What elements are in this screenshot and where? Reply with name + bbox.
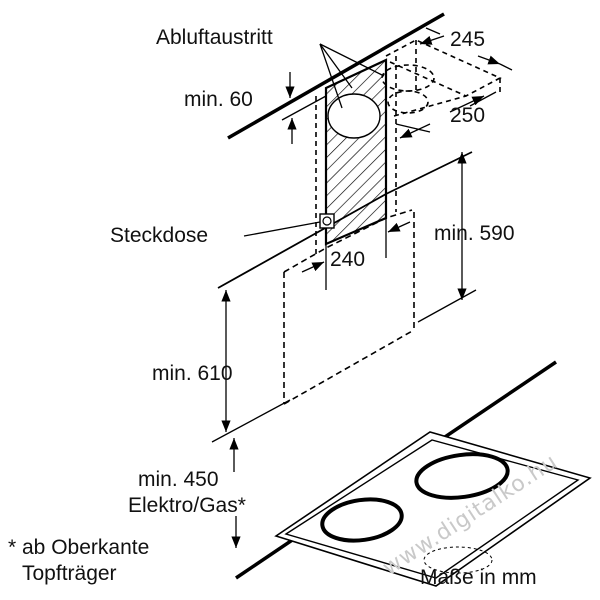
cooktop	[274, 431, 592, 587]
min-450-label: min. 450	[138, 468, 219, 491]
dim-250-label: 250	[450, 104, 486, 127]
dim-245-label: 245	[450, 28, 486, 51]
min-60-label: min. 60	[184, 88, 253, 111]
dim-min-450	[229, 438, 241, 548]
footnote-line2: Topfträger	[22, 562, 117, 585]
dim-min-60	[281, 72, 327, 144]
min-610-label: min. 610	[152, 362, 233, 385]
socket-label: Steckdose	[110, 224, 209, 247]
exhaust-leader-lines	[319, 43, 385, 109]
electric-gas-label: Elektro/Gas*	[128, 494, 246, 517]
dim-min-590	[417, 152, 477, 323]
exhaust-outlet-label: Abluftaustritt	[156, 26, 273, 49]
dim-240	[301, 212, 411, 290]
units-label: Maße in mm	[420, 566, 537, 589]
dim-240-label: 240	[330, 248, 366, 271]
min-590-label: min. 590	[434, 222, 515, 245]
cooktop-burner-small	[423, 546, 493, 574]
cooktop-burner-back	[414, 452, 510, 500]
dim-250	[395, 91, 497, 139]
footnote-line1: * ab Oberkante	[8, 536, 150, 559]
hood-body	[283, 209, 415, 405]
socket	[319, 213, 335, 229]
cooktop-burner-front	[320, 497, 404, 543]
ceiling-outlet-box	[381, 39, 502, 117]
ceiling-line	[227, 12, 445, 140]
hood-canopy-outline	[217, 151, 473, 289]
socket-leader-line	[243, 221, 321, 237]
dim-min-610	[211, 290, 291, 443]
dim-245	[419, 27, 513, 71]
